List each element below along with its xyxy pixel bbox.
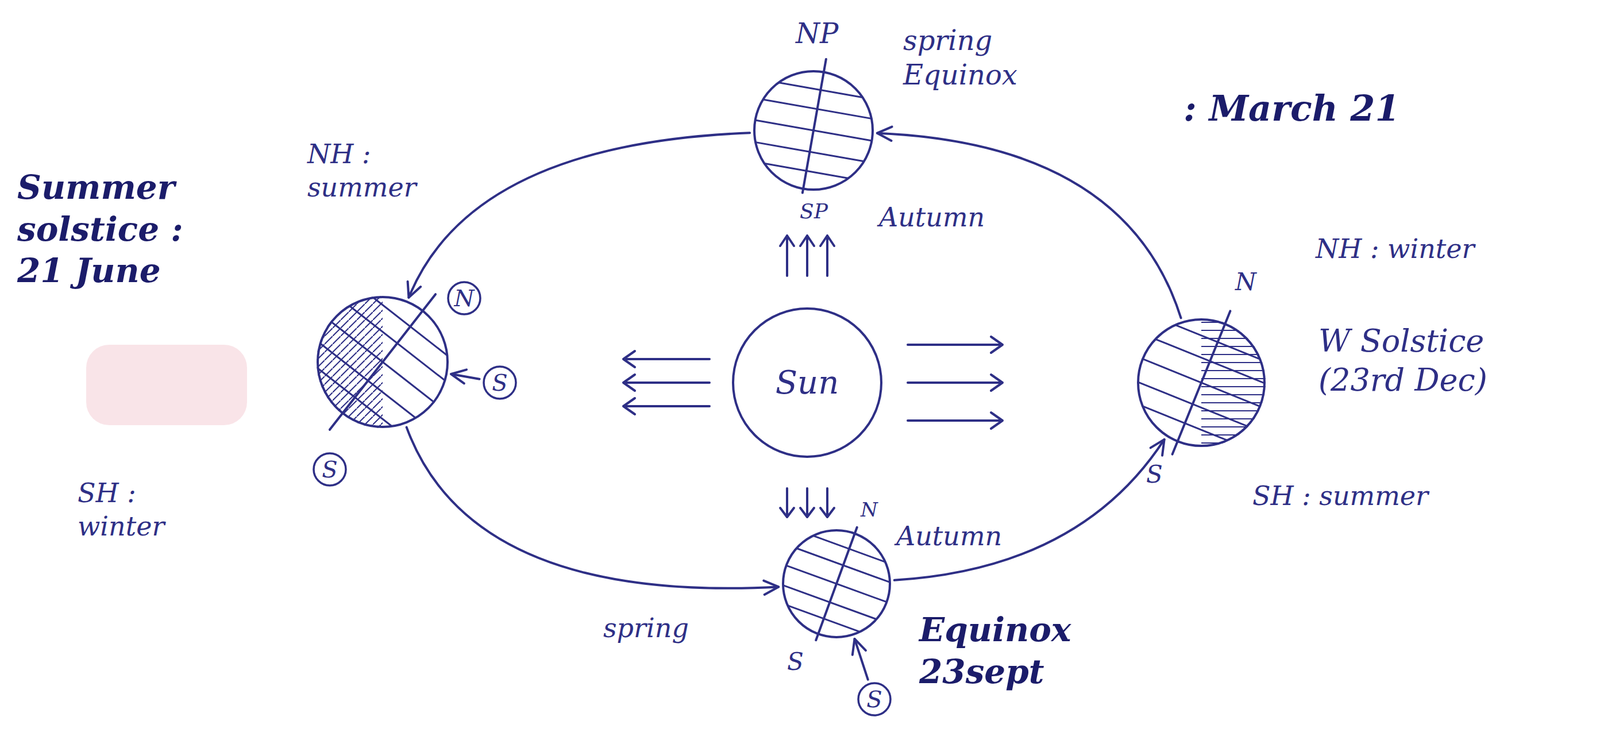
pole-marker: S (312, 452, 348, 487)
sun-ray-arrows (800, 488, 815, 518)
sun-ray-arrows (623, 235, 1003, 518)
arrow-head (1150, 439, 1165, 456)
sun-ray-arrows (907, 336, 1003, 353)
season-label: Equinox 23sept (919, 608, 1081, 693)
sun-ray-arrows (780, 235, 794, 276)
pole-label: S (787, 646, 804, 678)
orbit-arrow (407, 132, 750, 298)
season-label: spring (603, 611, 689, 646)
earth-axis (329, 294, 436, 430)
season-label: Autumn (896, 519, 1002, 554)
pointer-arrow (852, 638, 869, 680)
earth-drawing (1136, 318, 1266, 447)
season-label: NH : winter (1315, 232, 1475, 266)
orbit-arrow (406, 427, 779, 595)
earth-globe: Summer solstice : 21 June (316, 295, 449, 429)
solstice-heading: Summer solstice : 21 June (17, 166, 213, 292)
season-label: SH : summer (1252, 479, 1429, 514)
pointer-arrow (450, 369, 480, 384)
pink-smudge (86, 344, 248, 426)
orbit-arrow (894, 439, 1165, 581)
sun-label: Sun (775, 366, 840, 399)
earth-globe: NPSP (753, 70, 874, 191)
arrow-line (408, 132, 750, 298)
circle-outline (858, 683, 891, 716)
season-label: spring Equinox (903, 22, 1053, 92)
night-hatching (316, 295, 383, 429)
arrow-head (763, 580, 779, 595)
sun-ray-arrows (907, 374, 1003, 391)
earth-globe: NS (1136, 318, 1266, 447)
arrow-line (877, 133, 1182, 319)
pole-label: S (321, 457, 338, 481)
circle-outline (483, 366, 516, 399)
earth-axis (802, 59, 827, 194)
sun-ray-arrows (623, 398, 710, 415)
season-label: : March 21 (1183, 86, 1401, 131)
circle-outline (448, 282, 481, 315)
sun-ray-arrows (800, 235, 815, 276)
circle-outline (733, 308, 882, 457)
arrow-head (450, 369, 467, 384)
pole-label: N (1235, 267, 1257, 298)
sun-ray-arrows (623, 351, 710, 368)
sun-ray-arrows (907, 412, 1003, 429)
sun-circle: Sun (731, 307, 883, 458)
season-label: Autumn (878, 201, 985, 235)
sun-ray-arrows (820, 235, 835, 276)
arrow-head (852, 638, 866, 655)
earth-globe: NS (781, 529, 892, 639)
pole-label: S (866, 687, 882, 711)
sun-ray-arrows (623, 374, 710, 391)
pole-marker: S (482, 365, 518, 400)
night-hatching (1201, 318, 1266, 447)
arrow-head (407, 281, 422, 298)
earth-drawing (753, 70, 874, 191)
season-label: SH : winter (77, 476, 193, 543)
sun-ray-arrows (820, 488, 835, 518)
arrow-head (877, 126, 893, 141)
pole-label: S (1146, 459, 1163, 491)
pole-marker: N (446, 280, 482, 316)
earth-axis (1172, 310, 1231, 454)
pole-label: N (454, 286, 475, 310)
earth-axis (815, 527, 857, 640)
pole-label: SP (799, 198, 828, 225)
sun-ray-arrows (780, 488, 794, 518)
arrow-line (894, 439, 1165, 581)
orbit-arrow (877, 126, 1182, 319)
pole-label: N (860, 497, 878, 523)
earth-drawing (316, 295, 449, 429)
season-label: W Solstice (23rd Dec) (1318, 321, 1549, 400)
pole-label: S (491, 371, 508, 395)
pole-label: NP (795, 16, 839, 51)
circle-outline (313, 453, 346, 486)
season-label: NH : summer (307, 137, 446, 204)
pole-marker: S (857, 681, 892, 717)
earth-drawing (781, 529, 892, 639)
arrow-line (406, 427, 779, 589)
